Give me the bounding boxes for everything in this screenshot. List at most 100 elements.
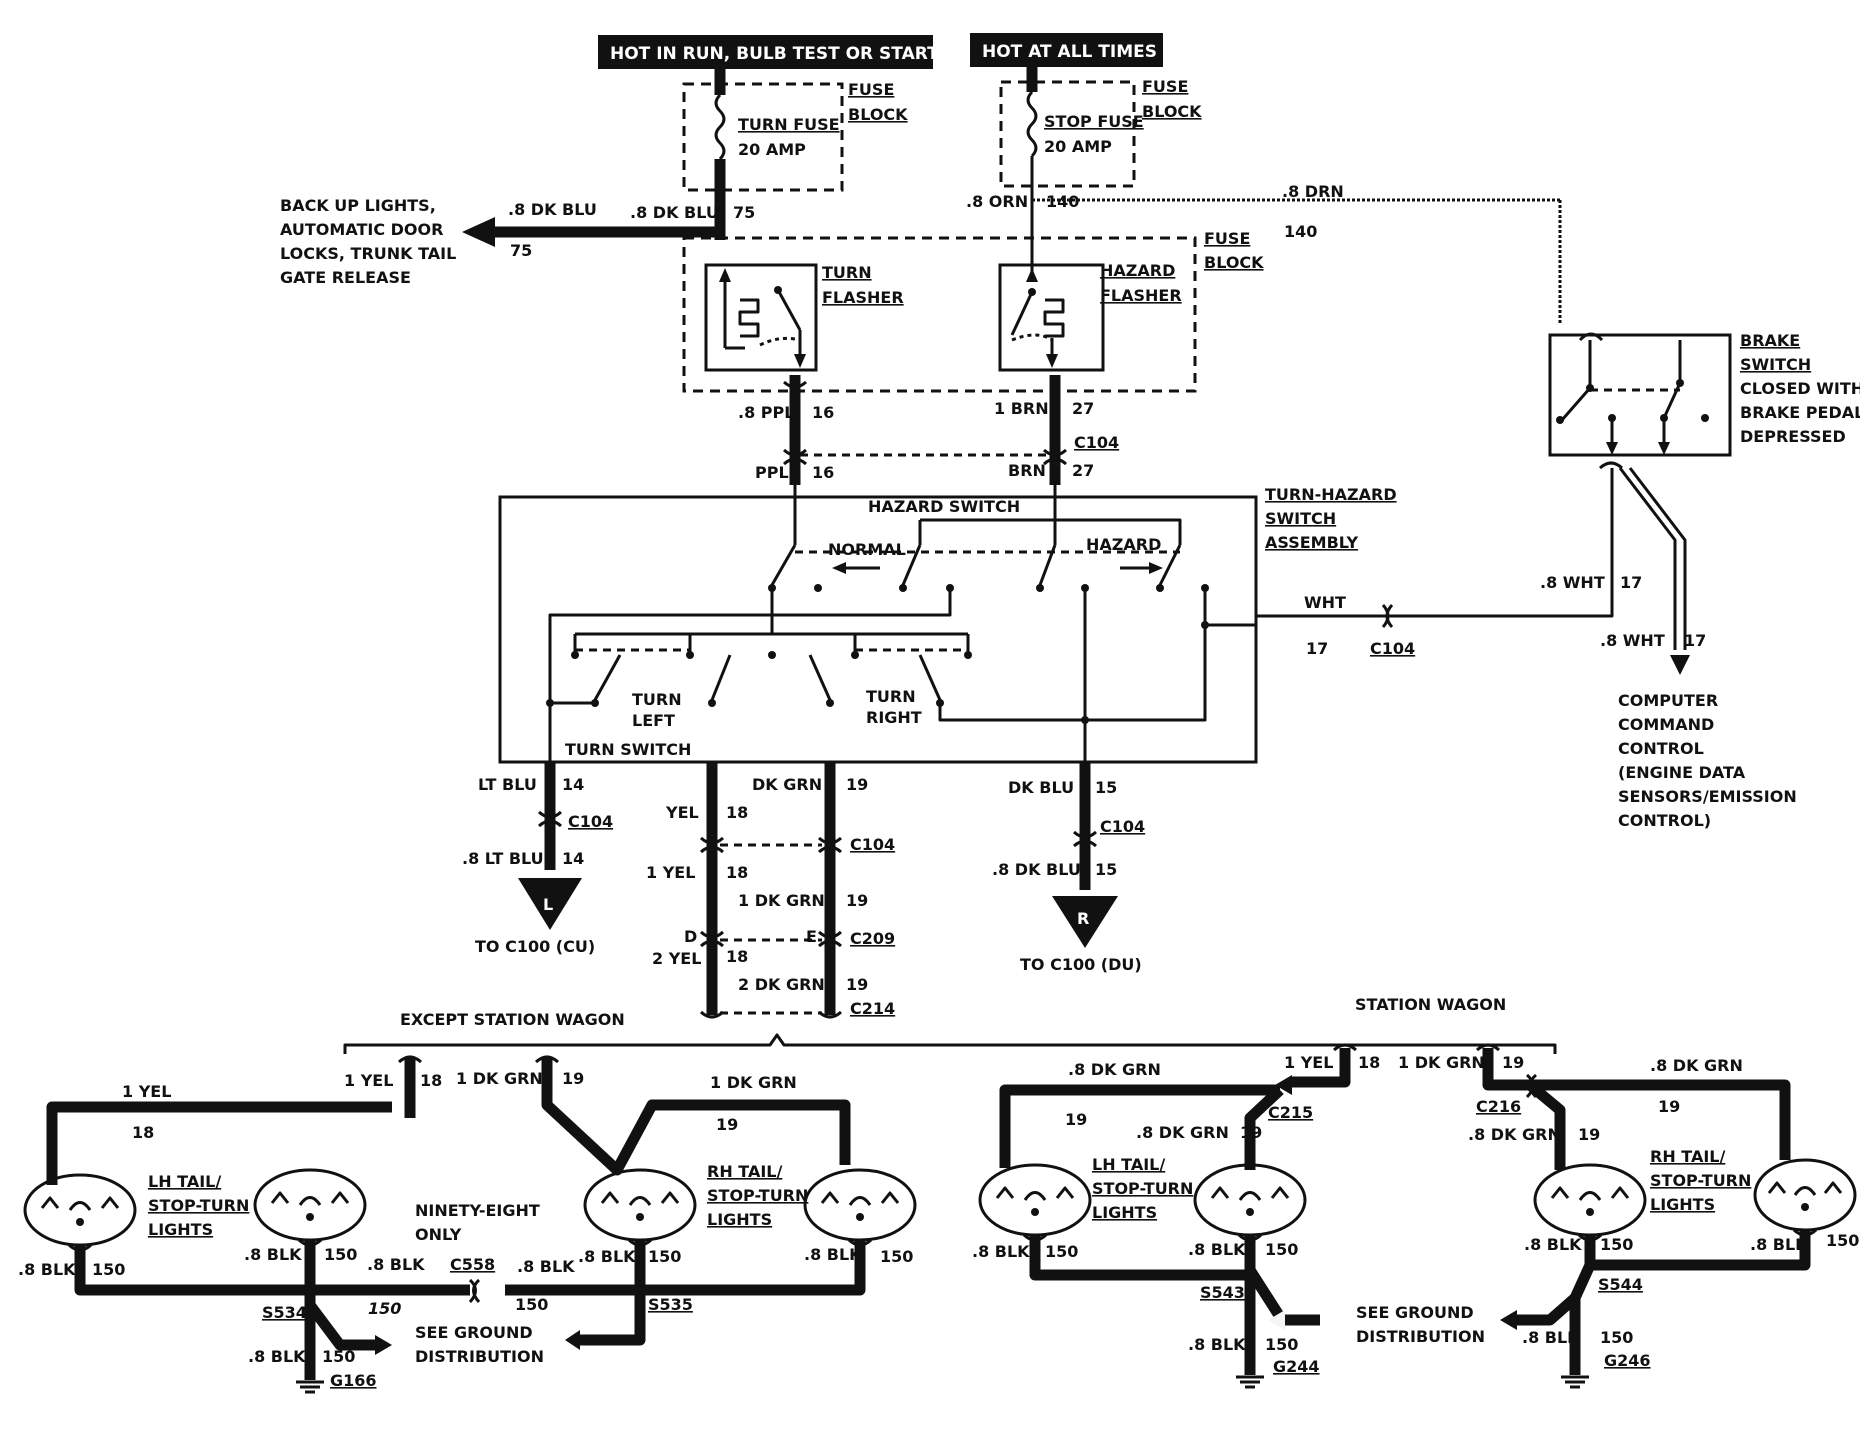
wg-dkgrn1-label: 1 DK GRN — [1398, 1053, 1485, 1072]
brake-feed-wire-label: .8 DRN — [1282, 182, 1344, 201]
c17-label-2: 17 — [1684, 631, 1706, 650]
ex-blk8-f: .8 BLK — [804, 1245, 862, 1264]
computer-label-6: CONTROL) — [1618, 811, 1711, 830]
except-station-wagon: EXCEPT STATION WAGON 1 YEL 18 1 YEL 18 1… — [18, 1010, 917, 1394]
wg-rh-label-1: RH TAIL/ — [1650, 1147, 1725, 1166]
fuse-block-label-1b: BLOCK — [848, 105, 908, 124]
wg-yel1-label: 1 YEL — [1284, 1053, 1333, 1072]
lt-blu-label: LT BLU — [478, 775, 537, 794]
wg-dkgrn8-c: .8 DK GRN — [1468, 1125, 1561, 1144]
ex-c18-a: 18 — [132, 1123, 154, 1142]
to-c100-cu: TO C100 (CU) — [475, 937, 595, 956]
wg-see-ground-2: DISTRIBUTION — [1356, 1327, 1485, 1346]
ex-lh-label-1: LH TAIL/ — [148, 1172, 221, 1191]
wg-c150-d: 150 — [1600, 1235, 1633, 1254]
wg-rh-label-2: STOP-TURN — [1650, 1171, 1751, 1190]
wg-c19-a: 19 — [1065, 1110, 1087, 1129]
stop-fuse-feed: .8 ORN 140 .8 DRN 140 — [966, 182, 1562, 325]
wg-blk8-a: .8 BLK — [972, 1242, 1030, 1261]
lamp-rh-1 — [583, 1168, 697, 1247]
dk-grn-output: DK GRN 19 C104 1 DK GRN 19 E C209 2 DK G… — [720, 762, 895, 1019]
backup-circuit: 75 — [510, 241, 532, 260]
brake-label-3: CLOSED WITH — [1740, 379, 1860, 398]
ex-rh-label-2: STOP-TURN — [707, 1186, 808, 1205]
g244-label: G244 — [1273, 1357, 1320, 1376]
c19-label-1: 19 — [846, 775, 868, 794]
ex-rh-label-1: RH TAIL/ — [707, 1162, 782, 1181]
s535-label: S535 — [648, 1295, 693, 1314]
flasher-outputs: .8 PPL 16 1 BRN 27 C104 PPL 16 BRN 27 — [738, 375, 1119, 485]
backup-label-1: BACK UP LIGHTS, — [280, 196, 436, 215]
hazard-switch-label: HAZARD SWITCH — [868, 497, 1020, 516]
c27-label-2: 27 — [1072, 461, 1094, 480]
turn-fuse-wire-label: .8 DK BLU — [630, 203, 719, 222]
brake-outputs: .8 WHT 17 .8 WHT 17 COMPUTER COMMAND CON… — [1400, 461, 1797, 830]
dk-blu-label: DK BLU — [1008, 778, 1074, 797]
brn-label: BRN — [1008, 461, 1046, 480]
wagon-lamp-rh-2 — [1753, 1158, 1857, 1237]
wg-blk8-b: .8 BLK — [1188, 1240, 1246, 1259]
turn-flasher-label-1: TURN — [822, 263, 872, 282]
c104-label-ltblu: C104 — [568, 812, 613, 831]
wg-blk8-c: .8 BLK — [1188, 1335, 1246, 1354]
wg-lh-label-3: LIGHTS — [1092, 1203, 1157, 1222]
bottom-brace — [343, 1033, 1557, 1054]
s543-label: S543 — [1200, 1283, 1245, 1302]
ex-blk8-e: .8 BLK — [578, 1247, 636, 1266]
wg-see-ground-1: SEE GROUND — [1356, 1303, 1474, 1322]
ex-c19-b: 19 — [716, 1115, 738, 1134]
ninety-eight-label-2: ONLY — [415, 1225, 462, 1244]
turn-flasher: TURN FLASHER — [704, 263, 904, 372]
marker-l: L — [543, 895, 553, 914]
wagon-lamp-rh-1 — [1533, 1163, 1647, 1242]
ex-blk8-c: .8 BLK — [367, 1255, 425, 1274]
ex-dkgrn1-label-b: 1 DK GRN — [710, 1073, 797, 1092]
c14-label-2: 14 — [562, 849, 584, 868]
flasher-fuse-block-2: BLOCK — [1204, 253, 1264, 272]
ex-c150-a: 150 — [92, 1260, 125, 1279]
hazard-label: HAZARD — [1086, 535, 1161, 554]
wg-c150-f: 150 — [1600, 1328, 1633, 1347]
ex-yel1-label-b: 1 YEL — [344, 1071, 393, 1090]
assembly-title-2: SWITCH — [1265, 509, 1336, 528]
wg-c18: 18 — [1358, 1053, 1380, 1072]
yel2-label: 2 YEL — [652, 949, 701, 968]
ex-see-ground-1: SEE GROUND — [415, 1323, 533, 1342]
wht8-label-1: .8 WHT — [1540, 573, 1605, 592]
c104-label-dkgrn: C104 — [850, 835, 895, 854]
ex-dkgrn1-label-a: 1 DK GRN — [456, 1069, 543, 1088]
stop-wire-label: .8 ORN — [966, 192, 1028, 211]
c104-label-top: C104 — [1074, 433, 1119, 452]
c18-label-2: 18 — [726, 863, 748, 882]
backup-label-3: LOCKS, TRUNK TAIL — [280, 244, 456, 263]
wg-blk8-f: .8 BLK — [1522, 1328, 1580, 1347]
turn-right-label-1: TURN — [866, 687, 916, 706]
brake-label-1: BRAKE — [1740, 331, 1800, 350]
ex-c150-e: 150 — [880, 1247, 913, 1266]
c16-label-2: 16 — [812, 463, 834, 482]
ex-c150-g: 150 — [322, 1347, 355, 1366]
hazard-flasher-label-2: FLASHER — [1100, 286, 1182, 305]
turn-flasher-label-2: FLASHER — [822, 288, 904, 307]
header-hot-at-all-times: HOT AT ALL TIMES — [970, 33, 1163, 67]
wg-c150-c: 150 — [1265, 1335, 1298, 1354]
wg-blk8-e: .8 BLK — [1750, 1235, 1808, 1254]
lt-blu-output: L LT BLU 14 C104 .8 LT BLU 14 TO C100 (C… — [462, 762, 613, 956]
stop-wire-circuit: 140 — [1046, 192, 1079, 211]
wg-dkgrn8-b: .8 DK GRN — [1136, 1123, 1229, 1142]
normal-label: NORMAL — [828, 540, 906, 559]
wg-c150-e: 150 — [1826, 1231, 1859, 1250]
c209-label: C209 — [850, 929, 895, 948]
turn-hazard-switch-assembly: TURN-HAZARD SWITCH ASSEMBLY HAZARD SWITC… — [498, 485, 1397, 764]
wg-c19-c: 19 — [1240, 1123, 1262, 1142]
ex-c19-a: 19 — [562, 1069, 584, 1088]
s544-label: S544 — [1598, 1275, 1643, 1294]
ppl8-label: .8 PPL — [738, 403, 794, 422]
computer-label-1: COMPUTER — [1618, 691, 1718, 710]
pin-e: E — [806, 927, 817, 946]
wg-c150-a: 150 — [1045, 1242, 1078, 1261]
c18-label-1: 18 — [726, 803, 748, 822]
turn-left-label-1: TURN — [632, 690, 682, 709]
dk-grn2-label: 2 DK GRN — [738, 975, 825, 994]
ex-lh-label-2: STOP-TURN — [148, 1196, 249, 1215]
